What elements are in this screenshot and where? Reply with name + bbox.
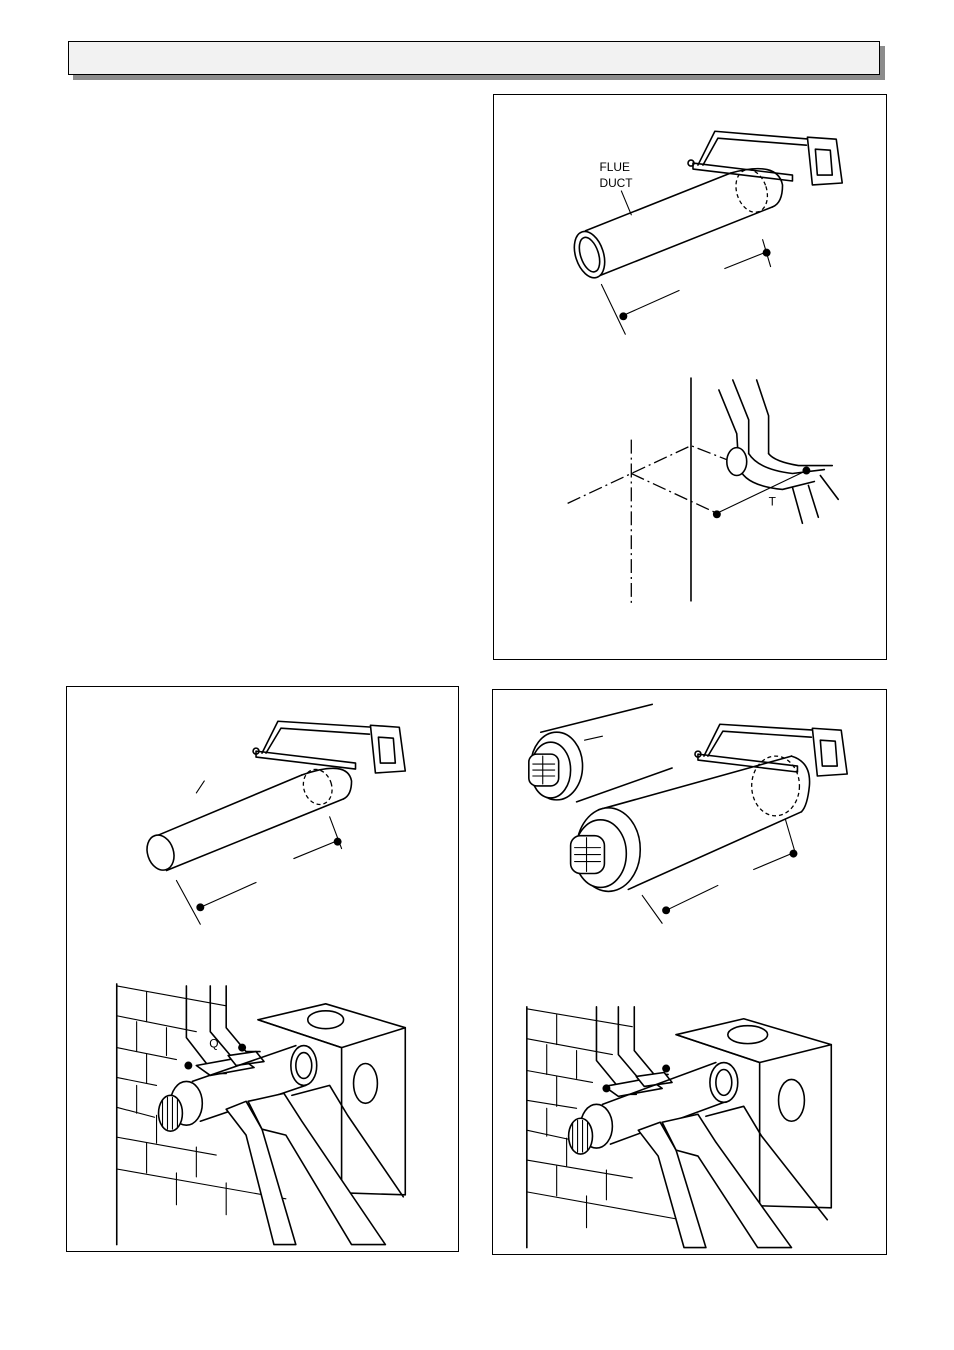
duct-label: DUCT xyxy=(599,176,633,190)
flue-terminal-icon xyxy=(569,1104,613,1154)
figure-panel-duct-cutting-left: Q xyxy=(66,686,459,1252)
brick-wall-scene: Q xyxy=(117,984,406,1245)
hacksaw-icon xyxy=(253,721,405,773)
section-header-bar xyxy=(68,41,880,75)
hacksaw-icon xyxy=(695,724,847,776)
flue-duct-illustration: FLUE DUCT T xyxy=(494,95,886,659)
brick-wall-scene xyxy=(527,1007,831,1248)
hacksaw-icon xyxy=(688,131,842,185)
duct-cutting-illustration-right xyxy=(493,690,886,1254)
terminal-duct-lower xyxy=(571,756,810,891)
figure-panel-duct-cutting-right xyxy=(492,689,887,1255)
figure-panel-flue-duct: FLUE DUCT T xyxy=(493,94,887,660)
wall-corner-diagram: T xyxy=(568,378,839,603)
duct-tube xyxy=(143,766,352,874)
measurement-q-label: Q xyxy=(209,1037,218,1051)
terminal-duct-upper xyxy=(529,704,672,802)
duct-cutting-illustration-left: Q xyxy=(67,687,458,1251)
measurement-t-label: T xyxy=(769,494,777,508)
flue-terminal-icon xyxy=(159,1081,203,1131)
flue-label: FLUE xyxy=(599,160,630,174)
